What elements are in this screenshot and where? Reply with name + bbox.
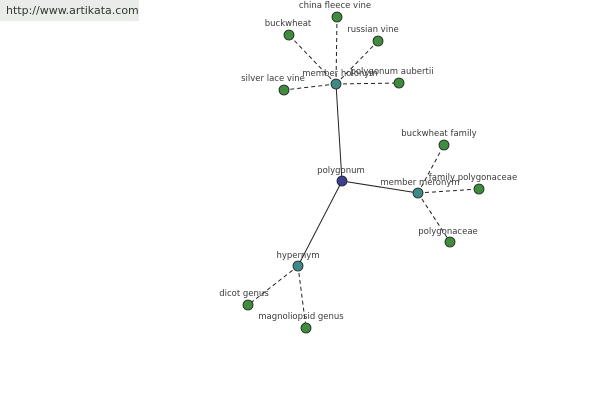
- edge-member-meronym-polygonaceae: [417, 192, 451, 243]
- edge-polygonum-hypernym: [297, 180, 343, 267]
- leaf-node-circle[interactable]: [331, 11, 343, 23]
- edge-polygonum-member-meronym: [341, 180, 419, 194]
- node-family-polygonaceae[interactable]: family polygonaceae: [429, 173, 517, 195]
- edge-hypernym-magnoliopsid-genus: [297, 265, 307, 329]
- relation-node-circle[interactable]: [330, 78, 342, 90]
- node-label-china-fleece-vine: china fleece vine: [299, 1, 371, 11]
- edge-member-holonym-polygonum-aubertii: [335, 82, 400, 85]
- node-polygonum-aubertii[interactable]: polygonum aubertii: [350, 67, 434, 89]
- node-member-holonym[interactable]: member holonym: [302, 69, 378, 90]
- edge-member-holonym-buckwheat: [288, 34, 337, 85]
- leaf-node-circle[interactable]: [393, 77, 405, 89]
- node-label-member-holonym: member holonym: [302, 69, 377, 79]
- relation-node-circle[interactable]: [292, 260, 304, 272]
- leaf-node-circle[interactable]: [283, 29, 295, 41]
- edge-member-holonym-russian-vine: [335, 40, 379, 85]
- node-label-silver-lace-vine: silver lace vine: [241, 74, 305, 84]
- leaf-node-circle[interactable]: [473, 183, 485, 195]
- node-russian-vine[interactable]: russian vine: [347, 25, 399, 47]
- node-dicot-genus[interactable]: dicot genus: [219, 289, 269, 311]
- node-label-polygonaceae: polygonaceae: [418, 227, 478, 237]
- node-label-hypernym: hypernym: [276, 251, 319, 261]
- node-hypernym[interactable]: hypernym: [276, 251, 320, 272]
- leaf-node-circle[interactable]: [444, 236, 456, 248]
- node-polygonum[interactable]: polygonum: [317, 166, 365, 187]
- node-silver-lace-vine[interactable]: silver lace vine: [241, 74, 305, 96]
- node-magnoliopsid-genus[interactable]: magnoliopsid genus: [258, 312, 344, 334]
- node-label-polygonum-aubertii: polygonum aubertii: [350, 67, 433, 77]
- node-label-russian-vine: russian vine: [347, 25, 398, 35]
- edge-member-meronym-family-polygonaceae: [417, 188, 480, 194]
- node-buckwheat-family[interactable]: buckwheat family: [401, 129, 477, 151]
- node-label-buckwheat-family: buckwheat family: [401, 129, 476, 139]
- node-label-polygonum: polygonum: [317, 166, 365, 176]
- node-buckwheat[interactable]: buckwheat: [265, 19, 312, 41]
- edge-hypernym-dicot-genus: [247, 265, 299, 306]
- node-label-member-meronym: member meronym: [380, 178, 459, 188]
- leaf-node-circle[interactable]: [278, 84, 290, 96]
- node-label-buckwheat: buckwheat: [265, 19, 312, 29]
- graph-nodes: china fleece vine buckwheat russian vine si…: [219, 1, 517, 334]
- site-link[interactable]: http://www.artikata.com: [0, 0, 139, 21]
- node-polygonaceae[interactable]: polygonaceae: [418, 227, 478, 248]
- root-node-circle[interactable]: [336, 175, 348, 187]
- node-label-dicot-genus: dicot genus: [219, 289, 269, 299]
- leaf-node-circle[interactable]: [242, 299, 254, 311]
- edge-member-meronym-buckwheat-family: [417, 144, 445, 194]
- node-china-fleece-vine[interactable]: china fleece vine: [299, 1, 371, 23]
- leaf-node-circle[interactable]: [300, 322, 312, 334]
- edge-member-holonym-silver-lace-vine: [283, 83, 337, 91]
- graph-edges: [247, 16, 480, 329]
- leaf-node-circle[interactable]: [438, 139, 450, 151]
- node-member-meronym[interactable]: member meronym: [380, 178, 460, 199]
- node-label-family-polygonaceae: family polygonaceae: [429, 173, 517, 183]
- edge-polygonum-member-holonym: [335, 83, 343, 182]
- relation-node-circle[interactable]: [412, 187, 424, 199]
- leaf-node-circle[interactable]: [372, 35, 384, 47]
- node-label-magnoliopsid-genus: magnoliopsid genus: [258, 312, 344, 322]
